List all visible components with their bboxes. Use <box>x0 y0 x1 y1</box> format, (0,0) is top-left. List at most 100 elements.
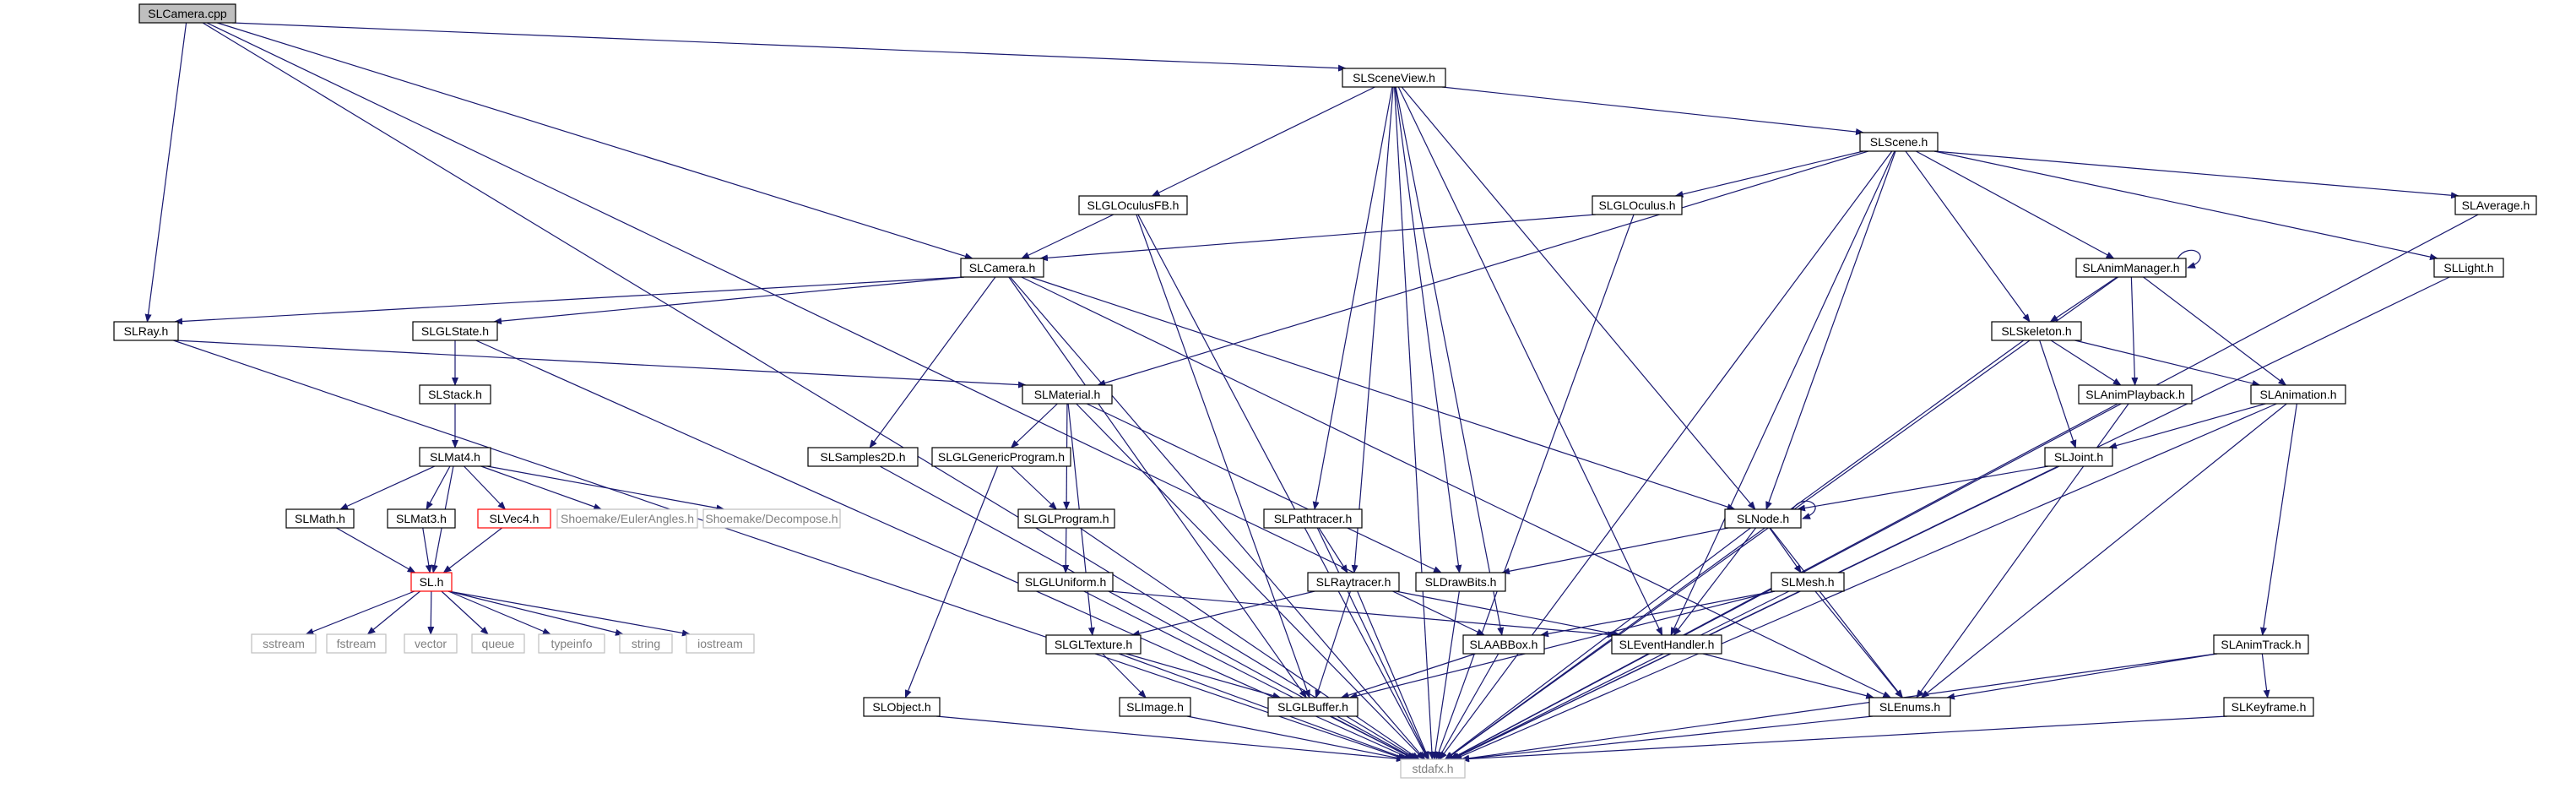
node-label: SLKeyframe.h <box>2232 700 2307 714</box>
node-gloculus[interactable]: SLGLOculus.h <box>1592 195 1683 215</box>
edge-camera_cpp-to-stdafx <box>202 22 1418 760</box>
node-gloculusfb[interactable]: SLGLOculusFB.h <box>1078 195 1188 215</box>
node-material[interactable]: SLMaterial.h <box>1022 384 1113 405</box>
edge-camera_h-to-enums <box>1021 276 1892 698</box>
node-label: SLObject.h <box>872 700 930 714</box>
node-box <box>1263 508 1363 529</box>
node-box <box>1400 758 1466 779</box>
edge-material-to-stdafx <box>1076 403 1424 760</box>
edge-animmanager-to-skeleton <box>2049 276 2118 323</box>
node-glgenericprogram[interactable]: SLGLGenericProgram.h <box>931 447 1071 467</box>
node-sceneview[interactable]: SLSceneView.h <box>1342 68 1446 88</box>
node-box <box>1868 697 1951 717</box>
node-vector: vector <box>404 633 458 654</box>
node-label: SLSamples2D.h <box>820 450 905 464</box>
edge-mesh-to-enums <box>1814 590 1903 698</box>
node-gltexture[interactable]: SLGLTexture.h <box>1045 634 1142 655</box>
node-box <box>960 258 1044 278</box>
edge-scene-to-animmanager <box>1916 150 2115 259</box>
edge-node-to-stdafx <box>1444 527 1751 760</box>
edge-animmanager-to-animplayback <box>2130 276 2139 386</box>
node-label: SLEventHandler.h <box>1619 638 1715 651</box>
node-mat3[interactable]: SLMat3.h <box>387 508 456 529</box>
node-mesh[interactable]: SLMesh.h <box>1771 572 1845 592</box>
node-aabbox[interactable]: SLAABBox.h <box>1462 634 1545 655</box>
node-label: SLAnimTrack.h <box>2221 638 2301 651</box>
edge-node-to-drawbits <box>1501 527 1729 575</box>
edge-animmanager-to-animation <box>2143 276 2287 386</box>
node-label: SLEnums.h <box>1879 700 1940 714</box>
node-label: Shoemake/EulerAngles.h <box>561 512 694 525</box>
edge-samples2d-to-stdafx <box>879 465 1417 760</box>
node-camera-h[interactable]: SLCamera.h <box>960 258 1044 278</box>
node-glprogram[interactable]: SLGLProgram.h <box>1017 508 1115 529</box>
node-vec4[interactable]: SLVec4.h <box>477 508 551 529</box>
edge-sceneview-to-gloculusfb <box>1151 86 1375 197</box>
node-enums[interactable]: SLEnums.h <box>1868 697 1951 717</box>
node-average[interactable]: SLAverage.h <box>2454 195 2537 215</box>
node-box <box>1045 634 1142 655</box>
edge-animplayback-to-enums <box>1916 403 2129 698</box>
node-stack[interactable]: SLStack.h <box>419 384 491 405</box>
node-box <box>1022 384 1113 405</box>
node-box <box>1462 634 1545 655</box>
node-joint[interactable]: SLJoint.h <box>2044 447 2113 467</box>
edge-math-to-sl <box>336 527 416 573</box>
edge-sl-to-typeinfo <box>447 590 551 635</box>
node-camera-cpp[interactable]: SLCamera.cpp <box>138 3 236 24</box>
node-animmanager[interactable]: SLAnimManager.h <box>2075 258 2187 278</box>
node-label: SL.h <box>420 575 444 589</box>
node-samples2d[interactable]: SLSamples2D.h <box>807 447 919 467</box>
node-image[interactable]: SLImage.h <box>1119 697 1191 717</box>
node-box <box>2433 258 2504 278</box>
edge-mat3-to-sl <box>422 527 432 573</box>
edge-camera_h-to-stdafx <box>1010 276 1426 760</box>
node-box <box>1078 195 1188 215</box>
node-skeleton[interactable]: SLSkeleton.h <box>1991 321 2082 341</box>
node-object[interactable]: SLObject.h <box>863 697 941 717</box>
node-animation[interactable]: SLAnimation.h <box>2250 384 2346 405</box>
node-keyframe[interactable]: SLKeyframe.h <box>2223 697 2314 717</box>
node-drawbits[interactable]: SLDrawBits.h <box>1415 572 1506 592</box>
node-box <box>419 447 491 467</box>
edge-animation-to-joint <box>2108 403 2266 449</box>
node-box <box>477 508 551 529</box>
node-gluniform[interactable]: SLGLUniform.h <box>1017 572 1114 592</box>
nodes-layer: SLCamera.cppSLSceneView.hSLScene.hSLGLOc… <box>113 3 2537 779</box>
node-light[interactable]: SLLight.h <box>2433 258 2504 278</box>
edge-animation-to-animtrack <box>2260 403 2297 636</box>
edge-mesh-to-aabbox <box>1540 590 1776 638</box>
edge-aabbox-to-glbuffer <box>1340 653 1476 699</box>
edge-sceneview-to-raytracer <box>1351 86 1394 573</box>
node-pathtracer[interactable]: SLPathtracer.h <box>1263 508 1363 529</box>
node-box <box>556 508 698 529</box>
node-label: Shoemake/Decompose.h <box>705 512 838 525</box>
node-box <box>419 384 491 405</box>
node-glstate[interactable]: SLGLState.h <box>412 321 498 341</box>
node-raytracer[interactable]: SLRaytracer.h <box>1307 572 1400 592</box>
node-box <box>1017 572 1114 592</box>
edge-sceneview-to-drawbits <box>1394 86 1462 573</box>
node-sl[interactable]: SL.h <box>410 572 453 592</box>
node-ray[interactable]: SLRay.h <box>113 321 179 341</box>
node-label: SLGLState.h <box>421 324 489 338</box>
edge-scene-to-eventhandler <box>1670 150 1895 636</box>
node-label: SLMat3.h <box>396 512 447 525</box>
node-scene[interactable]: SLScene.h <box>1859 132 1939 152</box>
node-box <box>113 321 179 341</box>
node-math[interactable]: SLMath.h <box>285 508 355 529</box>
node-mat4[interactable]: SLMat4.h <box>419 447 491 467</box>
edge-glbuffer-to-stdafx <box>1331 715 1416 760</box>
node-glbuffer[interactable]: SLGLBuffer.h <box>1267 697 1359 717</box>
edge-glgenericprogram-to-object <box>904 465 999 698</box>
node-eventhandler[interactable]: SLEventHandler.h <box>1611 634 1722 655</box>
edge-sl-to-queue <box>441 590 489 635</box>
edge-animation-to-enums <box>1920 403 2287 698</box>
node-animplayback[interactable]: SLAnimPlayback.h <box>2078 384 2193 405</box>
node-label: SLGLOculus.h <box>1598 198 1675 212</box>
edge-mat4-to-math <box>339 465 436 510</box>
node-animtrack[interactable]: SLAnimTrack.h <box>2213 634 2309 655</box>
node-node[interactable]: SLNode.h <box>1724 508 1802 529</box>
node-box <box>2454 195 2537 215</box>
